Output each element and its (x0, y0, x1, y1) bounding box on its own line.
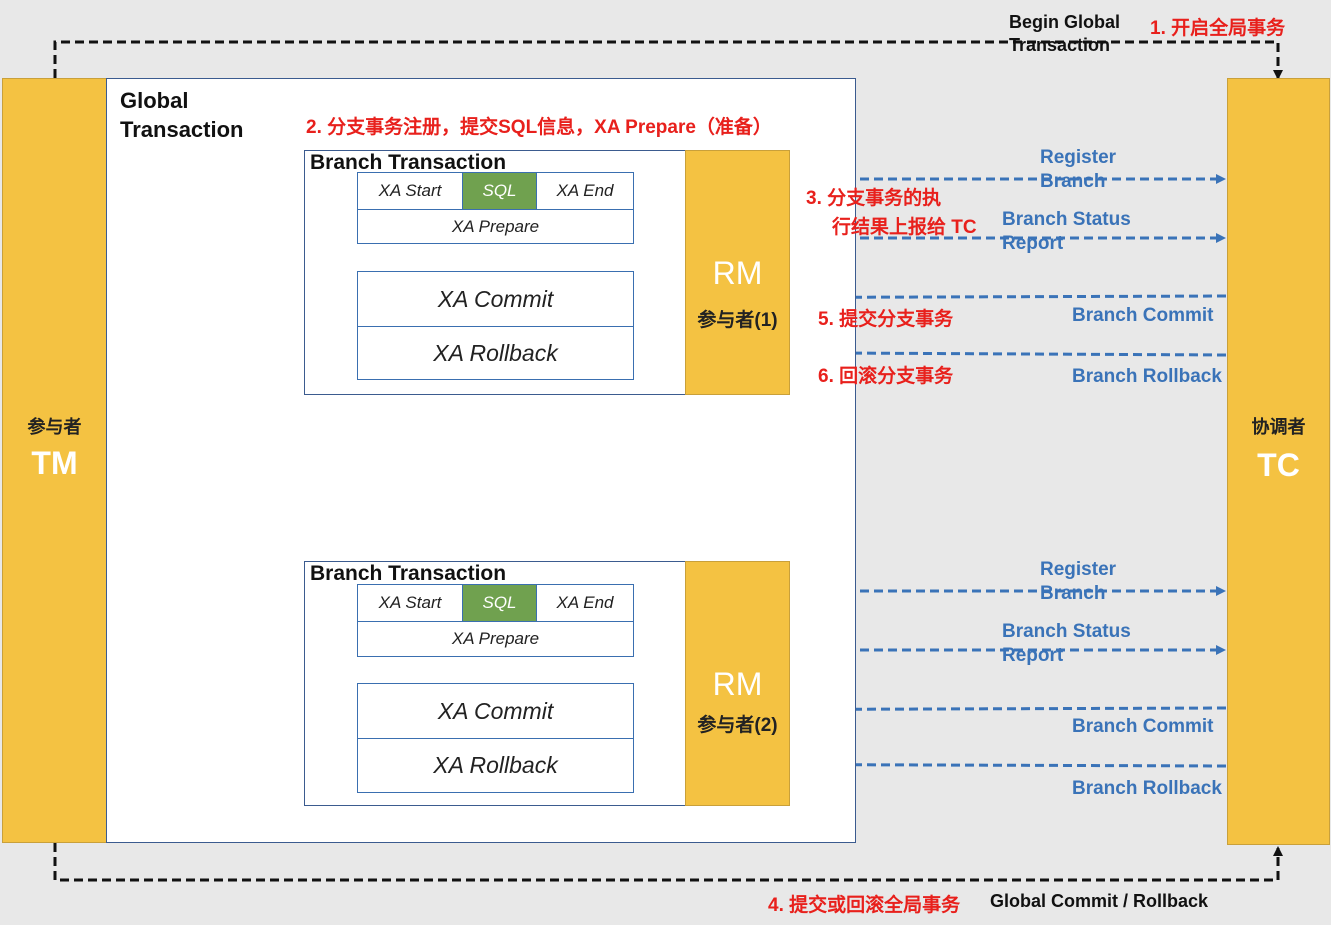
b1-register-label-1: Register (1040, 147, 1117, 168)
step-4-label: 4. 提交或回滚全局事务 (768, 895, 961, 916)
b1-rollback-label: Branch Rollback (1072, 366, 1222, 387)
b1-status-label-2: Report (1002, 233, 1064, 254)
xa-prepare-cell-1: XA Prepare (357, 209, 634, 244)
branch-title-2: Branch Transaction (310, 562, 507, 585)
global-transaction-title-1: Global (120, 88, 189, 113)
xa-rollback-cell-2: XA Rollback (357, 738, 634, 793)
b2-register-label-1: Register (1040, 559, 1117, 580)
xa-start-cell-1: XA Start (357, 172, 463, 210)
rm-block-2: RM 参与者(2) (685, 561, 790, 806)
global-transaction-title-2: Transaction (120, 117, 244, 142)
begin-global-label-2: Transaction (1009, 35, 1111, 55)
b2-register-label-2: Branch (1040, 583, 1106, 604)
sql-cell-2: SQL (462, 584, 537, 622)
global-commit-connector (53, 843, 1283, 882)
xa-start-cell-2: XA Start (357, 584, 463, 622)
rm-name-1: RM (712, 255, 763, 291)
b2-status-label-2: Report (1002, 645, 1064, 666)
rm-sub-2: 参与者(2) (697, 715, 778, 736)
xa-rollback-cell-1: XA Rollback (357, 326, 634, 380)
tm-bar: 参与者 TM (2, 78, 107, 843)
tm-title: 参与者 (27, 417, 82, 437)
step-5-label: 5. 提交分支事务 (818, 309, 954, 330)
branch-title-1: Branch Transaction (310, 151, 507, 174)
step-1-label: 1. 开启全局事务 (1150, 18, 1286, 39)
b1-register-label-2: Branch (1040, 171, 1106, 192)
step-6-label: 6. 回滚分支事务 (818, 366, 954, 387)
xa-prepare-cell-2: XA Prepare (357, 621, 634, 657)
b1-status-label-1: Branch Status (1002, 209, 1131, 230)
step-2-label: 2. 分支事务注册，提交SQL信息，XA Prepare（准备） (306, 117, 772, 138)
b1-commit-label: Branch Commit (1072, 305, 1214, 326)
global-commit-rollback-label: Global Commit / Rollback (990, 891, 1209, 911)
tc-title: 协调者 (1251, 417, 1306, 437)
step-3-label-2: 行结果上报给 TC (832, 217, 977, 238)
xa-commit-cell-1: XA Commit (357, 271, 634, 327)
b2-rollback-label: Branch Rollback (1072, 778, 1222, 799)
rm-name-2: RM (712, 666, 763, 702)
xa-commit-cell-2: XA Commit (357, 683, 634, 739)
tc-bar: 协调者 TC (1227, 78, 1330, 845)
tc-name: TC (1257, 447, 1300, 483)
begin-global-connector (53, 40, 1283, 80)
rm-sub-1: 参与者(1) (697, 310, 778, 331)
begin-global-label-1: Begin Global (1009, 12, 1121, 32)
xa-end-cell-2: XA End (536, 584, 634, 622)
xa-end-cell-1: XA End (536, 172, 634, 210)
sql-cell-1: SQL (462, 172, 537, 210)
tm-name: TM (31, 445, 78, 481)
b2-status-label-1: Branch Status (1002, 621, 1131, 642)
rm-block-1: RM 参与者(1) (685, 150, 790, 395)
step-3-label-1: 3. 分支事务的执 (806, 188, 942, 209)
b2-commit-label: Branch Commit (1072, 716, 1214, 737)
